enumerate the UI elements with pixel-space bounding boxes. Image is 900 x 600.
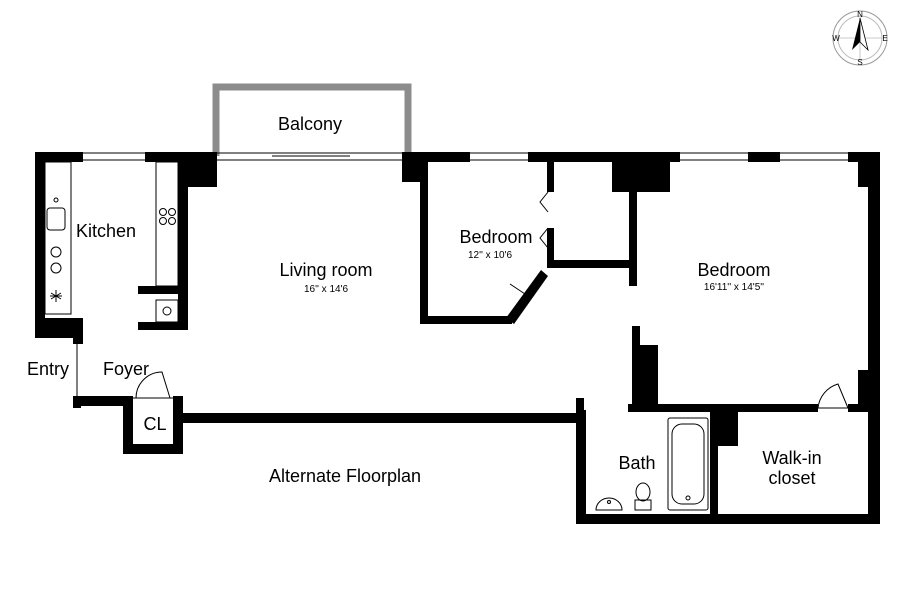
compass-east: E: [882, 34, 887, 43]
balcony-label: Balcony: [278, 114, 342, 134]
kitchen-label: Kitchen: [76, 221, 136, 241]
bedroom-large-walls: [595, 326, 880, 518]
washer-icon: [155, 299, 179, 323]
sink-icon: [46, 207, 66, 231]
dishwasher-icon: [50, 246, 62, 258]
exterior-walls: [35, 152, 880, 524]
entry-label: Entry: [27, 359, 69, 379]
walk-in-closet-label-line2: closet: [768, 468, 815, 488]
bedroom-small-dimensions: 12'' x 10'6: [468, 250, 513, 261]
bedroom-door-swing: [509, 271, 542, 297]
trash-icon: [50, 290, 62, 302]
floorplan-caption: Alternate Floorplan: [269, 466, 421, 486]
bath-label: Bath: [618, 453, 655, 473]
windows: [83, 152, 848, 161]
living-room-dimensions: 16'' x 14'6: [304, 284, 349, 295]
bedroom-large-dimensions: 16'11'' x 14'5'': [704, 282, 764, 293]
toilet-icon: [634, 482, 652, 511]
walk-in-closet-label-line1: Walk-in: [762, 448, 821, 468]
closet-door-swing: [135, 371, 171, 399]
compass-north: N: [857, 10, 863, 19]
bedroom-large-label: Bedroom: [697, 260, 770, 280]
kitchen: [44, 161, 188, 330]
closet-label: CL: [143, 414, 166, 434]
living-room-label: Living room: [279, 260, 372, 280]
compass-west: W: [832, 34, 840, 43]
bath-sink-icon: [595, 497, 623, 511]
walk-in-door-swing: [817, 383, 849, 409]
foyer-label: Foyer: [103, 359, 149, 379]
cooktop-icon: [159, 208, 176, 225]
bedroom-small-label: Bedroom: [459, 227, 532, 247]
bathtub-icon: [667, 417, 709, 511]
bedroom-small-walls: [420, 162, 637, 324]
compass-rose-icon: N E S W: [832, 10, 887, 67]
balcony-railing: [212, 83, 412, 156]
compass-south: S: [857, 58, 862, 67]
